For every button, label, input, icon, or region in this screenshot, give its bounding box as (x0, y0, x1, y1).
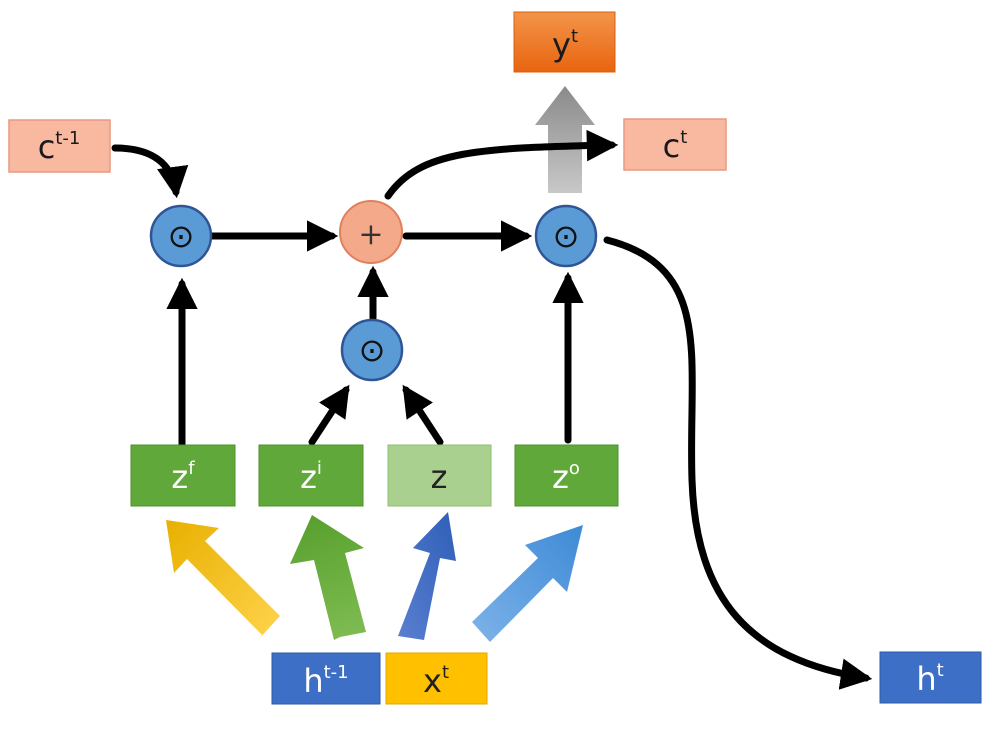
odot-icon: ⊙ (359, 331, 386, 369)
add-node: + (339, 200, 403, 264)
green-input-arrow (290, 515, 366, 640)
h-prev-box: ht-1 (271, 652, 381, 705)
c-next-box: ct (623, 118, 727, 171)
y-base: y (552, 26, 571, 64)
svg-text:ct: ct (663, 127, 688, 165)
svg-text:z: z (431, 458, 448, 496)
odot-icon: ⊙ (168, 217, 195, 255)
arrow-add-to-cnext (384, 129, 619, 200)
arrow-cprev-to-mult (111, 144, 189, 199)
gray-output-arrow (535, 86, 595, 193)
yellow-input-arrow (166, 520, 280, 640)
odot-icon: ⊙ (553, 217, 580, 255)
zf-gate-box: zf (130, 444, 236, 507)
svg-text:ct-1: ct-1 (38, 128, 81, 166)
arrow-mult-to-hnext (603, 236, 873, 690)
plus-icon: + (358, 217, 383, 252)
x-input-box: xt (385, 652, 488, 705)
zo-gate-box: zo (514, 444, 619, 507)
svg-text:yt: yt (552, 26, 578, 64)
output-mult-node: ⊙ (534, 204, 598, 268)
svg-text:xt: xt (423, 662, 449, 700)
svg-text:zo: zo (552, 458, 580, 496)
light-blue-input-arrow (472, 525, 583, 642)
svg-text:zi: zi (300, 458, 322, 496)
z-cell-box: z (387, 444, 492, 507)
input-mult-node: ⊙ (340, 318, 404, 382)
arrow-zi-to-mult (308, 384, 350, 446)
blue-input-arrow (398, 512, 456, 640)
y-output-box: yt (513, 11, 616, 73)
svg-text:zf: zf (171, 458, 195, 496)
forget-mult-node: ⊙ (149, 204, 213, 268)
y-sup: t (571, 26, 578, 47)
c-prev-box: ct-1 (8, 119, 111, 173)
arrow-z-to-mult (402, 384, 444, 446)
zi-gate-box: zi (258, 444, 364, 507)
svg-text:ht: ht (916, 660, 943, 698)
h-next-box: ht (879, 651, 982, 704)
svg-text:ht-1: ht-1 (303, 662, 348, 700)
